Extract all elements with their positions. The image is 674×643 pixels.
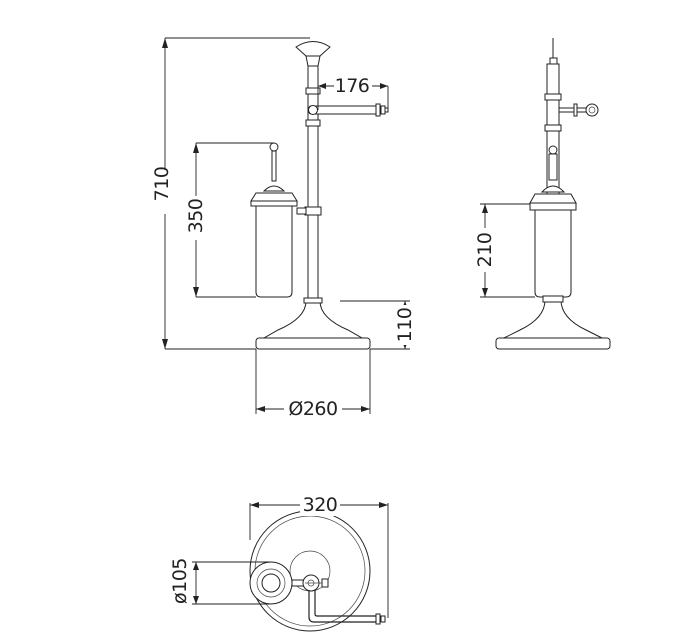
- base-dome: [262, 300, 364, 339]
- side-brush-knob: [548, 145, 558, 155]
- dim-710-label: 710: [151, 167, 173, 202]
- side-lid-dome: [540, 185, 566, 193]
- dim-176-label: 176: [335, 75, 370, 97]
- side-ring-2: [544, 124, 562, 132]
- dim-320-arrow-right: [379, 502, 388, 508]
- dim-176-arrow-right: [380, 83, 388, 89]
- brush-lid: [250, 192, 298, 202]
- plan-bracket: [291, 579, 305, 587]
- base-collar: [303, 297, 323, 304]
- front-dimensions: 710 176 350 110 Ø260: [150, 37, 416, 420]
- paper-arm: [308, 105, 382, 115]
- arm-end-cap-2: [380, 105, 386, 115]
- dim-260-arrow-right: [361, 406, 370, 412]
- finial-neck-left: [305, 55, 309, 67]
- plan-finial-cap: [321, 578, 329, 588]
- dim-210-arrow-bottom: [482, 288, 488, 297]
- dim-260-label: Ø260: [288, 398, 337, 420]
- dim-210-label-bg: [472, 228, 498, 272]
- side-base-collar: [542, 295, 564, 303]
- side-brush-handle: [548, 153, 558, 181]
- side-rim: [529, 202, 577, 211]
- finial-top: [295, 41, 331, 57]
- dim-350-arrow-bottom: [193, 287, 199, 297]
- arm-end-cap-1: [375, 103, 381, 117]
- dim-210-label: 210: [474, 233, 496, 268]
- brush-glass: [255, 205, 293, 298]
- dim-260-arrow-left: [256, 406, 265, 412]
- brush-knob: [269, 142, 279, 152]
- dim-176-label-bg: [334, 74, 372, 96]
- side-tip-cap: [549, 57, 558, 65]
- side-arm-ring-outer: [585, 103, 599, 117]
- pole-ring-2: [305, 119, 321, 127]
- arm-joint: [308, 105, 318, 115]
- side-glass: [534, 209, 572, 298]
- brush-handle: [271, 150, 277, 182]
- dim-710-arrow-bottom: [162, 339, 168, 349]
- finial-neck-right: [317, 55, 321, 67]
- dim-260-label-bg: [284, 398, 342, 420]
- side-arm-flange: [573, 103, 578, 117]
- side-view: 210: [472, 38, 611, 350]
- plan-arm-cap-1: [375, 613, 381, 625]
- plan-arm-inner: [314, 590, 376, 617]
- dim-110-label: 110: [394, 308, 416, 343]
- brush-rim: [250, 200, 298, 207]
- dim-350-label-bg: [182, 196, 208, 240]
- dim-350-arrow-top: [193, 143, 199, 153]
- side-ring-1: [544, 93, 562, 101]
- brush-lid-dome: [262, 185, 286, 192]
- pole-ring-1: [305, 87, 321, 95]
- dim-350-label: 350: [185, 199, 207, 234]
- dim-320-label-bg: [300, 494, 340, 516]
- plan-holder-inner: [261, 573, 281, 593]
- brush-bracket: [296, 207, 307, 215]
- plan-view: 320 ø105: [169, 494, 389, 632]
- dim-320-label: 320: [303, 494, 338, 516]
- plan-holder-middle: [256, 568, 286, 598]
- side-arm: [558, 107, 588, 113]
- dim-210-arrow-top: [482, 204, 488, 213]
- dim-710-label-bg: [150, 170, 174, 214]
- side-base-plate: [495, 337, 611, 350]
- dim-710-arrow-top: [162, 38, 168, 48]
- base-plate: [255, 337, 371, 350]
- side-lid: [529, 193, 577, 204]
- dim-110-label-bg: [392, 305, 416, 345]
- pole-clamp: [304, 206, 322, 216]
- dim-176-arrow-left: [318, 83, 326, 89]
- side-arm-ring-inner: [588, 106, 596, 114]
- dim-105-arrow-top: [193, 562, 199, 570]
- front-view: [250, 41, 389, 350]
- plan-arm-cap-2: [380, 615, 386, 623]
- dim-105-arrow-bottom: [193, 596, 199, 604]
- plan-arm-outer: [308, 590, 376, 623]
- dim-320-arrow-left: [250, 502, 259, 508]
- dim-105-label: ø105: [169, 558, 191, 604]
- main-pole: [307, 65, 319, 302]
- side-base-dome: [503, 299, 603, 339]
